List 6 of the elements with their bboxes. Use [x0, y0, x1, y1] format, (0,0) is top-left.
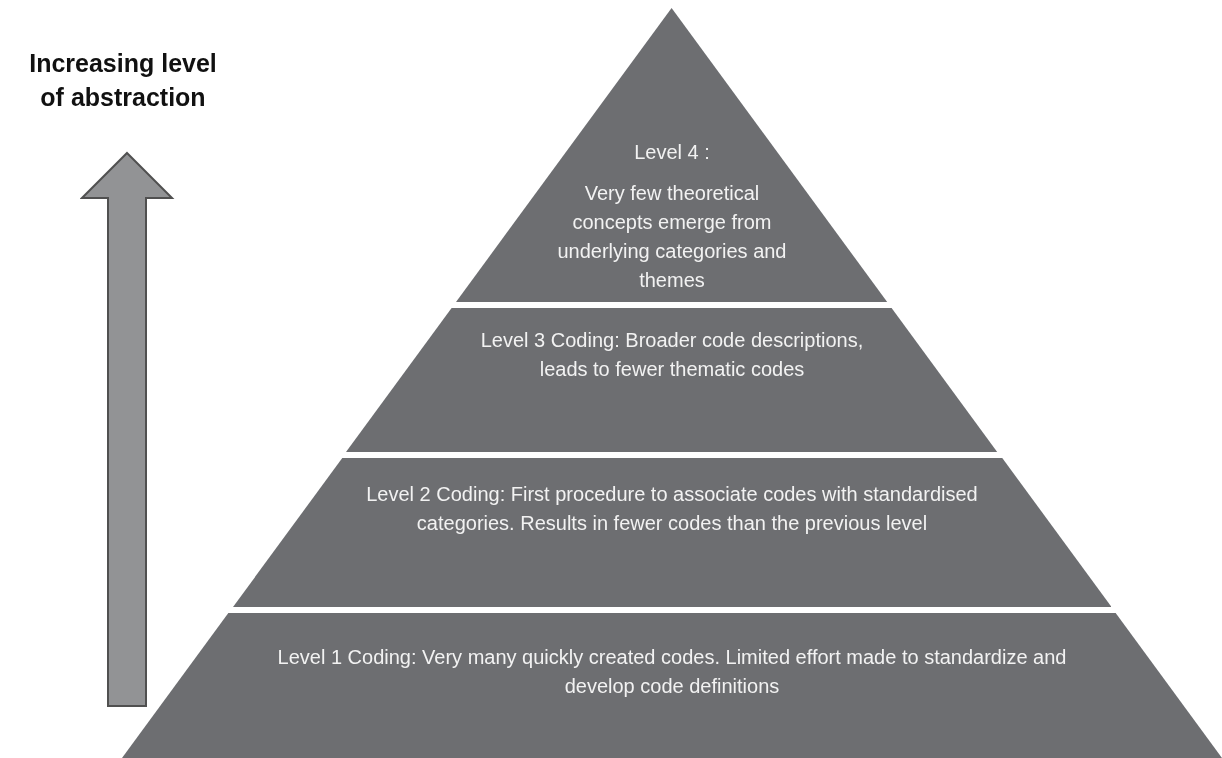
- axis-label: Increasing level of abstraction: [28, 48, 218, 113]
- level-description: Level 1 Coding: Very many quickly created codes. Limited effort made to standardize and develop code definitions: [276, 645, 1068, 699]
- level-description: Very few theoretical concepts emerge from underlying categories and themes: [556, 181, 788, 293]
- level-heading: Level 4 :: [634, 140, 710, 165]
- level-description: Level 3 Coding: Broader code descriptions, leads to fewer thematic codes: [479, 328, 865, 382]
- level-description: Level 2 Coding: First procedure to associate codes with standardised categories. Results in fewer codes than the previous level: [365, 482, 979, 536]
